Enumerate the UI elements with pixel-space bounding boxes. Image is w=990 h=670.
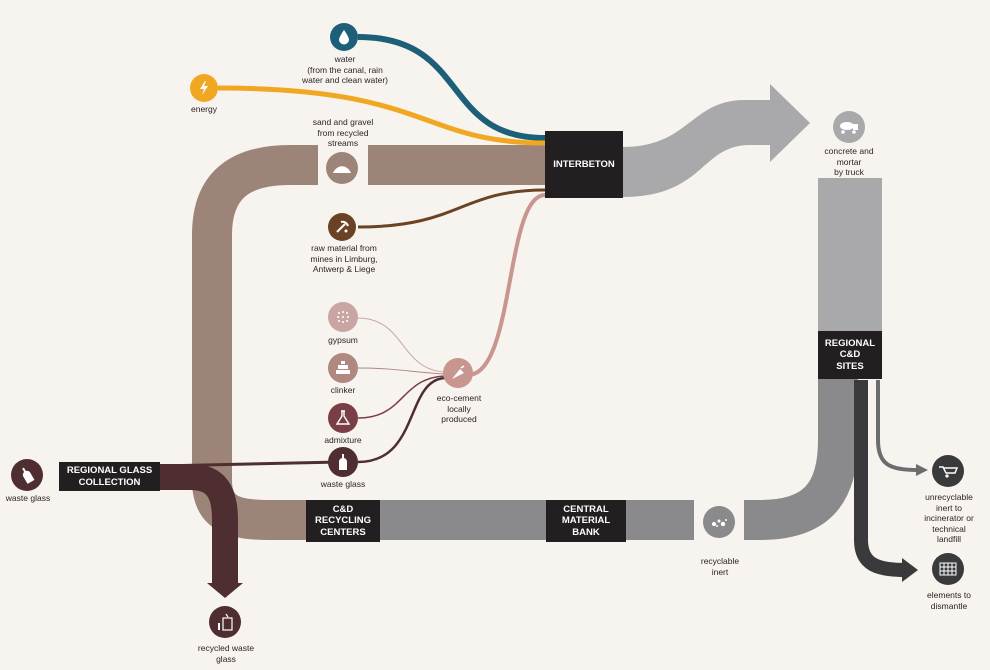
waste-glass-source-label: waste glass [5,493,51,503]
water-flow [357,34,546,141]
clinker-label: clinker [330,385,356,395]
unrecyclable-arrowhead [916,464,928,476]
trowel-icon [443,358,473,388]
wheelbarrow-icon [932,455,964,487]
bottle-icon [11,459,43,491]
flask-icon [328,403,358,433]
regional-cd-sites-box: REGIONAL C&D SITES [818,331,882,379]
gypsum-label: gypsum [328,335,358,345]
lightning-bolt-icon [190,74,218,102]
gypsum-flow [357,317,446,373]
waste-glass-eco-flow [357,376,446,464]
concrete-label: concrete and mortar by truck [824,146,874,177]
admixture-label: admixture [324,435,362,445]
cement-truck-icon [833,111,865,143]
energy-label: energy [191,104,217,114]
raw-material-label: raw material from mines in Limburg, Antw… [310,243,378,274]
clinker-bricks-icon [328,353,358,383]
grid-panel-icon [932,553,964,585]
eco-cement-flow [467,193,546,377]
interbeton-box: INTERBETON [545,131,623,198]
dismantle-flow [854,380,906,577]
recycled-glass-flow [160,464,238,585]
dismantle-arrowhead [902,558,918,582]
rubble-icon [703,506,735,538]
sand-gravel-flow [192,145,545,540]
admixture-flow [357,375,446,419]
water-label: water (from the canal, rain water and cl… [302,54,388,85]
recycled-glass-arrowhead [207,583,243,598]
eco-cement-label: eco-cement locally produced [436,393,482,424]
cd-recycled-flow [380,372,858,540]
recycled-waste-glass-label: recycled waste glass [197,643,255,664]
glass-recycling-bin-icon [209,606,241,638]
unrecyclable-flow [876,380,919,472]
raw-material-flow [357,188,546,229]
water-drop-icon [330,23,358,51]
sand-pile-icon [326,152,358,184]
waste-glass-thin-flow [159,460,341,468]
recyclable-inert-label: recyclable inert [700,556,740,577]
energy-flow [217,85,546,146]
gypsum-dots-icon [328,302,358,332]
regional-glass-collection-box: REGIONAL GLASS COLLECTION [59,462,160,491]
central-material-bank-box: CENTRAL MATERIAL BANK [546,500,626,542]
elements-dismantle-label: elements to dismantle [927,590,971,611]
concrete-flow [622,84,810,197]
waste-glass-input-label: waste glass [320,479,366,489]
clinker-flow [357,367,446,375]
bottle-icon [328,447,358,477]
unrecyclable-inert-label: unrecyclable inert to incinerator or tec… [924,492,974,544]
cd-recycling-centers-box: C&D RECYCLING CENTERS [306,500,380,542]
sand-gravel-label: sand and gravel from recycled streams [312,117,374,148]
mining-pickaxe-icon [328,213,356,241]
